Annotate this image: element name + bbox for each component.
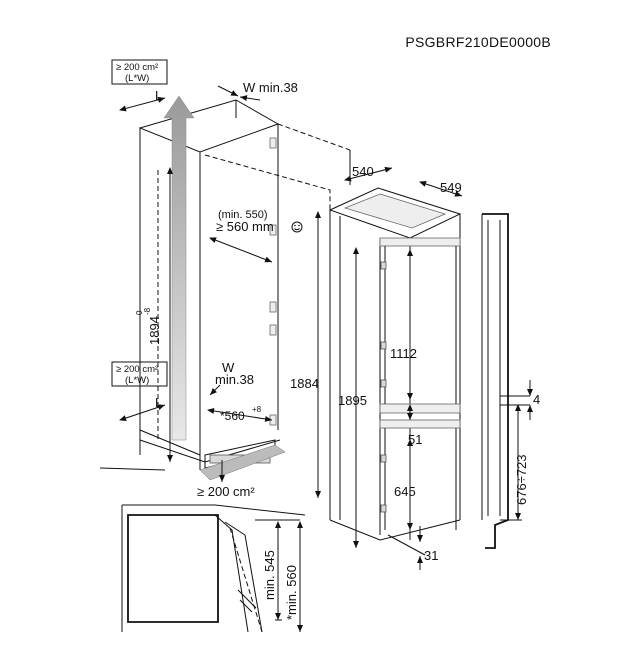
vent-bottom-area: ≥ 200 cm² [116, 364, 158, 375]
detail-view [121, 504, 306, 633]
appliance-width: 549 [440, 180, 462, 195]
detail-dim-2: *min. 560 [284, 565, 299, 620]
appliance-bottom-gap: 31 [424, 548, 438, 563]
vent-top-width: W min.38 [243, 80, 298, 95]
vent-bottom-length: L [155, 395, 162, 410]
vent-bottom-note: (L*W) [125, 375, 149, 386]
appliance-dimensions [344, 166, 463, 570]
appliance-depth: 540 [352, 164, 374, 179]
niche-width-tol: +8 [252, 405, 262, 414]
niche-height-tol-bottom: -8 [143, 307, 152, 315]
door-panel [481, 213, 533, 549]
vent-top-note: (L*W) [125, 73, 149, 84]
appliance-height: 1895 [338, 393, 367, 408]
vent-bottom-width: W [222, 360, 235, 375]
niche-height-tol-top: 0 [135, 310, 144, 315]
niche-inner-height: 1884 [290, 376, 319, 391]
vent-top-box [111, 59, 168, 85]
vent-top-area: ≥ 200 cm² [116, 62, 158, 73]
appliance-lower-height: 645 [394, 484, 416, 499]
niche-height: 1894 [147, 316, 162, 345]
door-gap: 4 [533, 392, 540, 407]
detail-dim-1: min. 545 [262, 550, 277, 600]
appliance-upper-height: 1112 [390, 346, 417, 361]
niche-width: *560 [220, 409, 245, 423]
niche-depth-min-small: (min. 550) [218, 209, 268, 221]
plinth-vent: ≥ 200 cm² [197, 484, 255, 499]
model-code: PSGBRF210DE0000B [405, 34, 551, 50]
smiley-icon [291, 221, 303, 233]
appliance-gap: 51 [408, 432, 422, 447]
niche-cabinet [99, 59, 351, 500]
niche-dimensions [119, 85, 321, 498]
door-range: 676÷723 [514, 454, 529, 505]
appliance-body [328, 187, 462, 541]
vent-top-length: L [155, 88, 162, 103]
vent-bottom-width-min: min.38 [215, 372, 254, 387]
niche-depth-min: ≥ 560 mm [216, 219, 274, 234]
